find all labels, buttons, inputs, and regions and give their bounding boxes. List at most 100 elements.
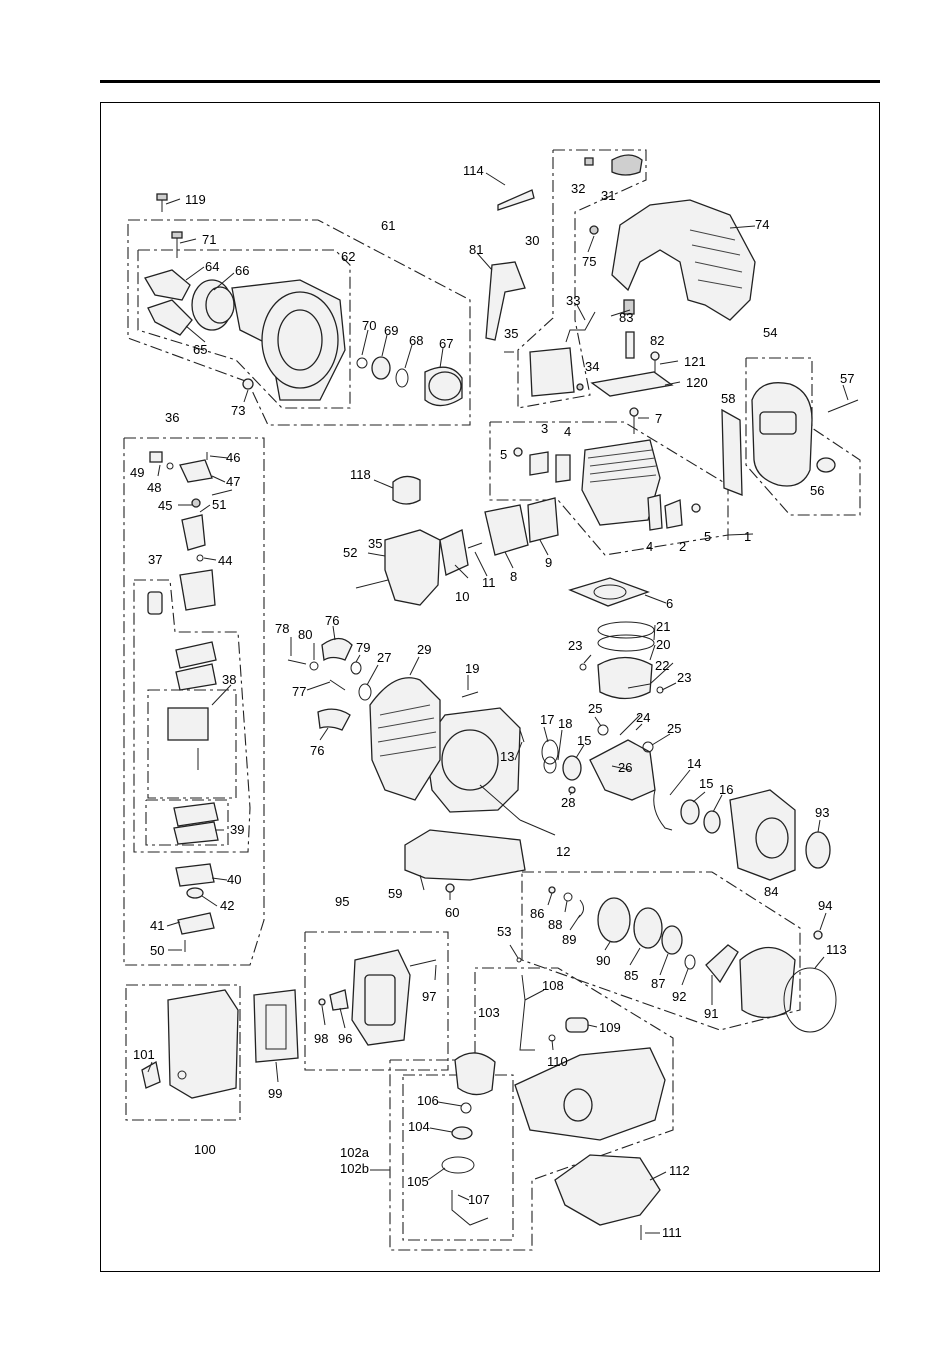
label-4b: 4 xyxy=(646,539,653,554)
label-120: 120 xyxy=(686,375,708,390)
label-91: 91 xyxy=(704,1006,718,1021)
part-44-valve xyxy=(196,554,204,562)
label-95: 95 xyxy=(335,894,349,909)
label-44: 44 xyxy=(218,553,232,568)
part-25b-washer xyxy=(642,741,654,753)
part-64-clamp xyxy=(144,269,191,301)
group-36-outline xyxy=(123,437,265,966)
label-61: 61 xyxy=(381,218,395,233)
label-46: 46 xyxy=(226,450,240,465)
diagram-frame xyxy=(100,102,880,1272)
label-47: 47 xyxy=(226,474,240,489)
label-76b: 76 xyxy=(310,743,324,758)
label-96: 96 xyxy=(338,1031,352,1046)
part-74-engine-cover xyxy=(611,199,756,321)
label-69: 69 xyxy=(384,323,398,338)
label-106: 106 xyxy=(417,1093,439,1108)
label-12: 12 xyxy=(556,844,570,859)
part-103-fuel-cap xyxy=(454,1052,496,1096)
part-13-pin xyxy=(519,729,525,743)
part-11-screw xyxy=(467,542,483,549)
part-96-plate xyxy=(329,989,349,1011)
label-1: 1 xyxy=(744,529,751,544)
part-8-insulator xyxy=(484,504,529,556)
part-10-gasket xyxy=(439,529,469,576)
label-16: 16 xyxy=(719,782,733,797)
part-75-screw xyxy=(589,225,599,235)
part-41-plate xyxy=(177,912,215,935)
part-98-screw xyxy=(318,998,326,1006)
part-31-knob xyxy=(611,154,643,176)
part-65-clamp xyxy=(147,299,193,336)
part-89-spring xyxy=(577,899,584,919)
part-56-nut xyxy=(816,457,836,473)
part-1-cylinder xyxy=(581,439,661,526)
group-38-outline xyxy=(147,689,237,799)
label-68: 68 xyxy=(409,333,423,348)
part-79-washer xyxy=(350,661,362,675)
label-66: 66 xyxy=(235,263,249,278)
label-78: 78 xyxy=(275,621,289,636)
callout-labels: 114 32 31 119 61 30 74 71 62 81 64 66 75… xyxy=(130,163,854,1240)
label-87: 87 xyxy=(651,976,665,991)
part-18-ring xyxy=(543,756,557,774)
label-27: 27 xyxy=(377,650,391,665)
group-84-outline xyxy=(521,871,801,1031)
label-49: 49 xyxy=(130,465,144,480)
label-35b: 35 xyxy=(368,536,382,551)
group-39-outline xyxy=(145,799,229,846)
label-97: 97 xyxy=(422,989,436,1004)
header-rule xyxy=(100,80,880,83)
part-88-washer xyxy=(563,892,573,902)
part-21b-ring xyxy=(597,634,655,652)
label-37: 37 xyxy=(148,552,162,567)
label-53: 53 xyxy=(497,924,511,939)
label-20: 20 xyxy=(656,637,670,652)
group-54-outline xyxy=(745,357,861,516)
part-53-clip xyxy=(516,957,522,963)
part-42-cap xyxy=(186,887,204,899)
part-37c-diaphragm xyxy=(175,663,217,691)
label-5b: 5 xyxy=(704,529,711,544)
part-68-ring xyxy=(395,368,409,388)
part-105-gasket xyxy=(441,1156,475,1174)
part-84-starter-cover xyxy=(739,947,796,1019)
part-94-screw xyxy=(813,930,823,940)
part-40-cover xyxy=(175,863,215,887)
label-84: 84 xyxy=(764,884,778,899)
label-109: 109 xyxy=(599,1020,621,1035)
part-29-flywheel xyxy=(369,677,441,801)
part-120-gasket xyxy=(590,371,674,397)
part-118-filter xyxy=(392,475,421,505)
label-34: 34 xyxy=(585,359,599,374)
group-100-outline xyxy=(125,984,241,1121)
label-56: 56 xyxy=(810,483,824,498)
part-24-conrod xyxy=(619,714,641,736)
label-48: 48 xyxy=(147,480,161,495)
part-83-clip xyxy=(623,299,635,315)
part-4b-gasket xyxy=(647,494,663,531)
part-47-lever xyxy=(179,459,213,483)
label-102a: 102a xyxy=(340,1145,370,1160)
part-106-washer xyxy=(460,1102,472,1114)
label-26: 26 xyxy=(618,760,632,775)
label-70: 70 xyxy=(362,318,376,333)
label-17: 17 xyxy=(540,712,554,727)
label-13: 13 xyxy=(500,749,514,764)
label-111: 111 xyxy=(662,1225,682,1240)
label-73: 73 xyxy=(231,403,245,418)
group-30-outline xyxy=(517,149,647,409)
label-8: 8 xyxy=(510,569,517,584)
part-91-handle xyxy=(705,944,739,984)
part-39b-gasket xyxy=(173,821,219,845)
part-15b-bearing xyxy=(680,799,700,825)
label-119: 119 xyxy=(185,192,206,207)
label-71: 71 xyxy=(202,232,216,247)
label-7: 7 xyxy=(655,411,662,426)
label-121: 121 xyxy=(684,354,706,369)
label-104: 104 xyxy=(408,1119,430,1134)
label-93: 93 xyxy=(815,805,829,820)
part-33-tube xyxy=(565,311,596,343)
group-102-outline xyxy=(389,967,674,1251)
label-31: 31 xyxy=(601,188,615,203)
